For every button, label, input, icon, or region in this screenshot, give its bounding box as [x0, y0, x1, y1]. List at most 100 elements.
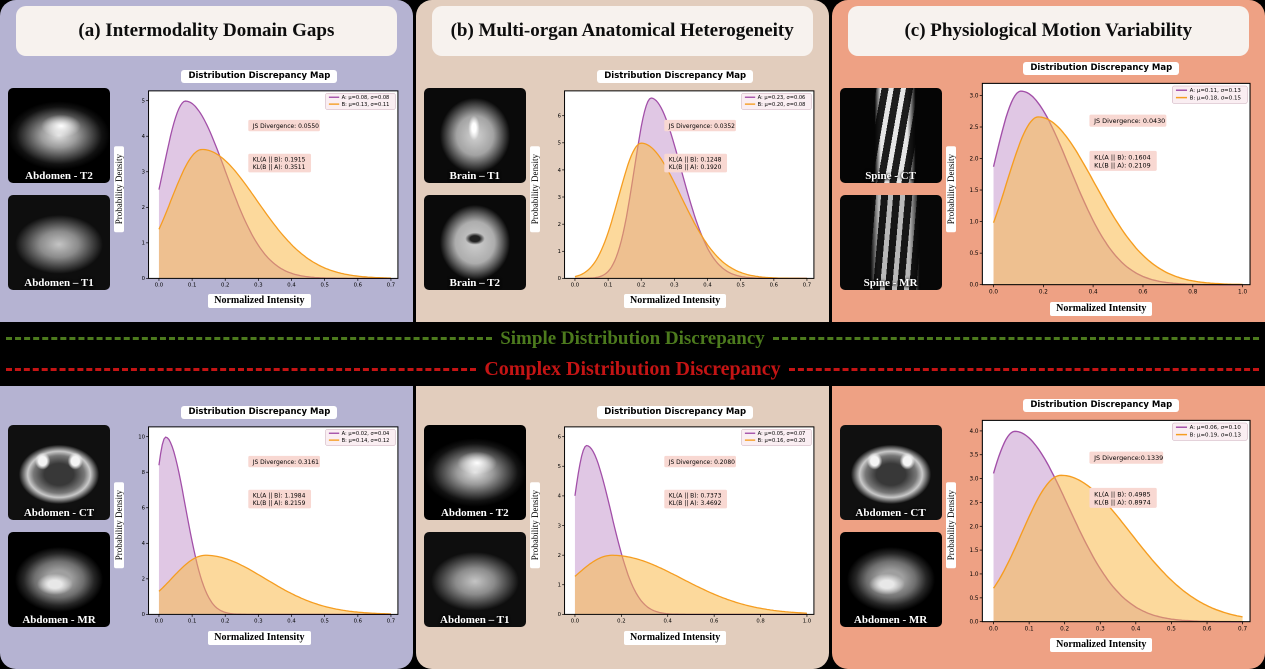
svg-text:0.2: 0.2	[637, 282, 645, 288]
svg-text:0.4: 0.4	[287, 282, 296, 288]
x-axis-label: Normalized Intensity	[208, 294, 311, 309]
density-line	[574, 142, 807, 279]
svg-text:B: μ=0.20, σ=0.08: B: μ=0.20, σ=0.08	[757, 102, 805, 108]
scan-image: Abdomen - T2	[8, 88, 110, 183]
svg-text:1.0: 1.0	[969, 220, 978, 226]
svg-text:0.8: 0.8	[1188, 290, 1197, 296]
svg-text:A: μ=0.05, σ=0.07: A: μ=0.05, σ=0.07	[757, 431, 805, 437]
chart-title: Distribution Discrepancy Map	[181, 69, 338, 83]
svg-text:0.7: 0.7	[803, 282, 811, 288]
y-axis-label: Probability Density	[114, 482, 124, 569]
svg-text:A: μ=0.11, σ=0.13: A: μ=0.11, σ=0.13	[1189, 88, 1241, 94]
scan-label: Brain – T2	[449, 277, 501, 289]
chart-title: Distribution Discrepancy Map	[1023, 62, 1180, 76]
svg-text:0.1: 0.1	[1024, 626, 1033, 632]
scan-label: Abdomen - MR	[853, 613, 928, 626]
scan-image: Brain – T2	[423, 195, 526, 290]
panel-a-title: (a) Intermodality Domain Gaps	[16, 6, 397, 56]
svg-text:0.6: 0.6	[354, 282, 363, 288]
svg-text:1.0: 1.0	[969, 572, 978, 578]
y-axis-label: Probability Density	[114, 145, 124, 233]
scan-label: Abdomen – T1	[24, 277, 94, 289]
svg-text:0.3: 0.3	[670, 282, 678, 288]
density-fill	[574, 143, 807, 279]
svg-text:0.1: 0.1	[188, 282, 196, 288]
legend: A: μ=0.11, σ=0.13B: μ=0.18, σ=0.15	[1171, 85, 1248, 104]
svg-text:3.0: 3.0	[969, 94, 978, 100]
svg-text:0.5: 0.5	[1166, 626, 1175, 632]
svg-text:1.5: 1.5	[969, 548, 978, 554]
density-fill	[993, 117, 1243, 285]
svg-text:JS Divergence: 0.0430: JS Divergence: 0.0430	[1093, 117, 1165, 125]
svg-text:0.6: 0.6	[710, 619, 719, 625]
svg-text:JS Divergence: 0.0352: JS Divergence: 0.0352	[667, 123, 734, 130]
js-divergence-box: JS Divergence: 0.0430	[1088, 114, 1166, 127]
density-chart: Distribution Discrepancy Map Probability…	[529, 69, 821, 309]
svg-text:KL(B || A): 0.2109: KL(B || A): 0.2109	[1094, 162, 1151, 170]
svg-text:10: 10	[138, 435, 145, 441]
separator-simple-row: Simple Distribution Discrepancy	[0, 324, 1265, 353]
scan-image: Abdomen - MR	[839, 531, 942, 627]
svg-text:0.6: 0.6	[354, 619, 363, 625]
panel-a-top-cell: Abdomen - T2 Abdomen – T1 Distribution D…	[0, 60, 413, 318]
svg-text:0.8: 0.8	[756, 619, 765, 625]
simple-dash-line-left	[6, 337, 493, 340]
svg-text:3.5: 3.5	[969, 452, 978, 458]
svg-text:0.3: 0.3	[254, 619, 262, 625]
svg-text:A: μ=0.23, σ=0.06: A: μ=0.23, σ=0.06	[757, 95, 805, 101]
svg-text:0.3: 0.3	[1095, 626, 1104, 632]
density-chart: Distribution Discrepancy Map Probability…	[945, 62, 1257, 316]
svg-text:0.0: 0.0	[155, 282, 164, 288]
svg-text:0.6: 0.6	[1202, 626, 1211, 632]
scan-image: Spine - CT	[839, 88, 942, 183]
scan-label: Abdomen - T2	[440, 506, 509, 519]
legend: A: μ=0.02, σ=0.04B: μ=0.14, σ=0.12	[325, 429, 396, 447]
svg-text:6: 6	[557, 435, 561, 441]
density-fill	[158, 149, 391, 279]
svg-text:KL(A || B): 0.1248: KL(A || B): 0.1248	[668, 157, 721, 164]
svg-text:A: μ=0.08, σ=0.08: A: μ=0.08, σ=0.08	[342, 95, 390, 101]
complex-dash-line-left	[6, 368, 477, 371]
svg-text:0.5: 0.5	[736, 282, 744, 288]
density-chart: Distribution Discrepancy Map Probability…	[114, 406, 405, 645]
svg-text:3: 3	[142, 170, 145, 176]
svg-text:0.6: 0.6	[1138, 290, 1147, 296]
panel-b-bottom-cell: Abdomen - T2 Abdomen – T1 Distribution D…	[416, 382, 829, 669]
js-divergence-box: JS Divergence: 0.0550	[248, 119, 320, 132]
svg-text:3: 3	[557, 524, 560, 530]
svg-text:JS Divergence:0.1339: JS Divergence:0.1339	[1093, 454, 1163, 462]
svg-text:0.5: 0.5	[320, 619, 328, 625]
scan-image: Abdomen - T2	[423, 424, 526, 520]
chart-title: Distribution Discrepancy Map	[597, 69, 754, 83]
panel-a-bottom-images: Abdomen - CT Abdomen - MR	[8, 424, 110, 627]
scan-image: Abdomen – T1	[423, 531, 526, 627]
x-axis-label: Normalized Intensity	[1050, 301, 1153, 316]
y-axis-label: Probability Density	[945, 482, 956, 569]
density-fill	[993, 475, 1243, 622]
svg-text:4: 4	[557, 168, 561, 174]
panel-c-top-images: Spine - CT Spine - MR	[839, 88, 942, 290]
svg-text:KL(A || B): 0.4985: KL(A || B): 0.4985	[1094, 490, 1151, 498]
scan-image: Abdomen - CT	[8, 424, 110, 520]
svg-text:1.0: 1.0	[803, 619, 812, 625]
svg-text:B: μ=0.19, σ=0.13: B: μ=0.19, σ=0.13	[1189, 432, 1241, 438]
svg-text:0.1: 0.1	[604, 282, 612, 288]
density-line	[158, 148, 391, 279]
svg-text:2: 2	[142, 577, 145, 583]
svg-text:0.2: 0.2	[617, 619, 625, 625]
separator-band: Simple Distribution Discrepancy Complex …	[0, 322, 1265, 386]
density-chart: Distribution Discrepancy Map Probability…	[945, 398, 1257, 653]
panel-c-bottom-cell: Abdomen - CT Abdomen - MR Distribution D…	[832, 382, 1265, 669]
svg-text:5: 5	[142, 99, 145, 105]
svg-text:2: 2	[557, 554, 560, 560]
